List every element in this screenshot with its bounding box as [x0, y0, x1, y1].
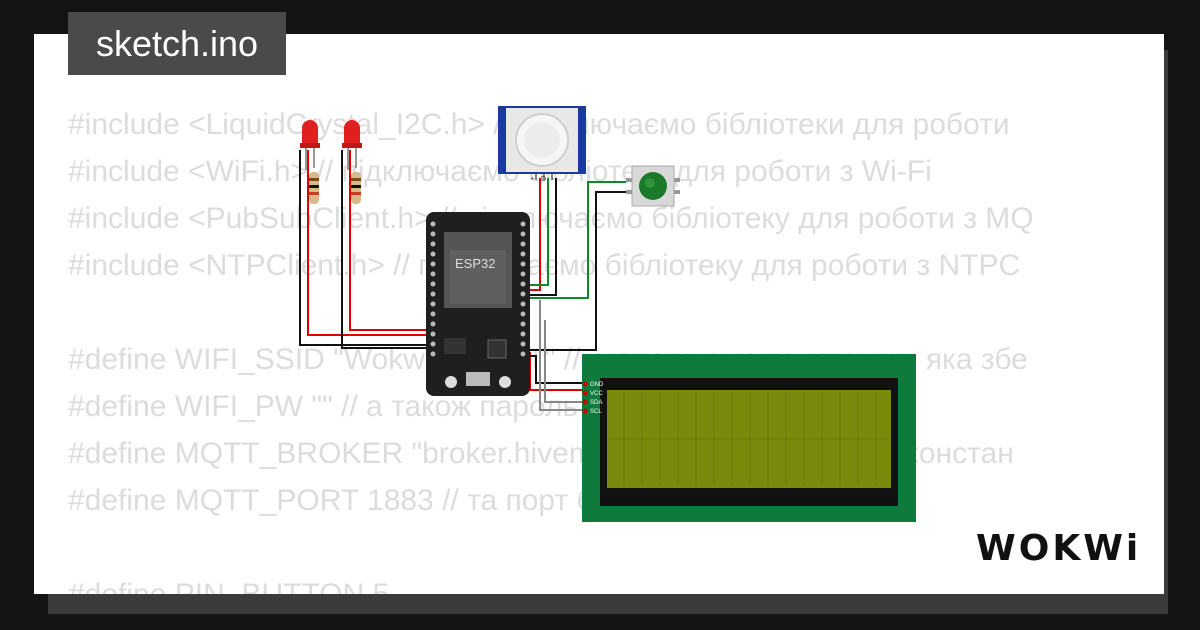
- wire-lcd-gnd: [526, 355, 586, 384]
- preview-card: #include <LiquidCrystal_I2C.h> // підклю…: [34, 34, 1164, 594]
- wire-pir-gnd: [526, 178, 557, 296]
- wire-lcd-sda: [544, 320, 586, 403]
- pir-pin-label: -: [552, 176, 555, 183]
- pir-pin-label: +: [530, 176, 534, 183]
- esp32-right-pins: [520, 221, 526, 357]
- lcd-character-grid: [609, 392, 889, 486]
- wire-lcd-vcc: [529, 352, 586, 391]
- pir-sensor: + D -: [498, 106, 586, 183]
- esp32-board: ESP32: [426, 212, 530, 396]
- wokwi-logo: WOKWi: [976, 528, 1142, 569]
- esp32-left-pins: [430, 221, 436, 357]
- wire-led1-red: [307, 150, 432, 336]
- code-background: #include <LiquidCrystal_I2C.h> // підклю…: [68, 34, 1034, 594]
- wire-led2-red: [349, 150, 432, 331]
- led-2: [342, 120, 362, 204]
- lcd-pin-label: SDA: [590, 400, 602, 406]
- code-line: #define PIN_BUTTON 5: [68, 578, 389, 594]
- push-button: [626, 165, 680, 207]
- led-1: [300, 120, 320, 204]
- pir-pin-label: D: [541, 176, 546, 183]
- sketch-filename-tab: sketch.ino: [68, 12, 286, 75]
- wire-pir-vcc: [526, 178, 541, 291]
- lcd-display: GND VCC SDA SCL: [582, 354, 916, 522]
- lcd-pin-label: VCC: [590, 391, 603, 397]
- wire-led2-black: [341, 150, 432, 349]
- wire-pir-data: [526, 178, 549, 286]
- lcd-pin-label: GND: [590, 382, 604, 388]
- code-line: #include <PubSubClient.h> // підключаємо…: [68, 202, 1034, 235]
- esp32-label: ESP32: [455, 256, 495, 271]
- wire-lcd-scl: [539, 300, 586, 411]
- code-line: #define WIFI_PW "" // а також пароль: [68, 390, 579, 423]
- lcd-pin-label: SCL: [590, 409, 602, 415]
- wire-led1-black: [299, 150, 432, 346]
- wire-button-signal: [526, 181, 626, 299]
- wire-button-gnd: [526, 191, 626, 351]
